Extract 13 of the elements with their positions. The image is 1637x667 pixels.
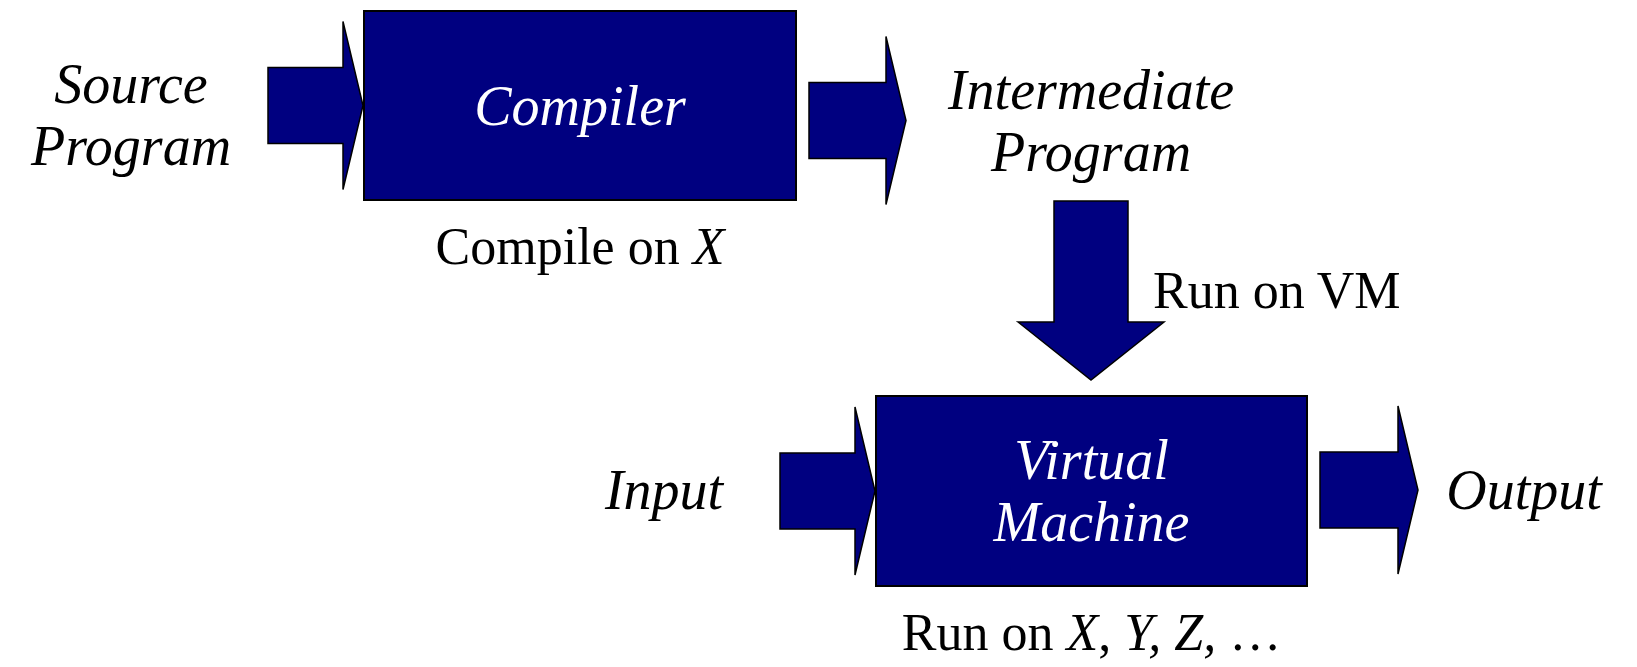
process-label: Virtual Machine (992, 429, 1191, 553)
data-label: Input (560, 450, 768, 530)
data-label: Intermediate Program (906, 40, 1276, 201)
data-label: Output (1418, 450, 1630, 530)
block-arrow (267, 20, 364, 191)
block-arrow (808, 35, 907, 206)
block-arrow (1015, 200, 1167, 381)
caption-text: Run on X, Y, Z, … (901, 603, 1282, 663)
data-label: Source Program (6, 35, 256, 195)
block-arrow (1319, 405, 1419, 575)
process-label: Compiler (474, 74, 686, 137)
block-arrow (779, 406, 876, 576)
caption-text: Compile on X (435, 217, 725, 277)
